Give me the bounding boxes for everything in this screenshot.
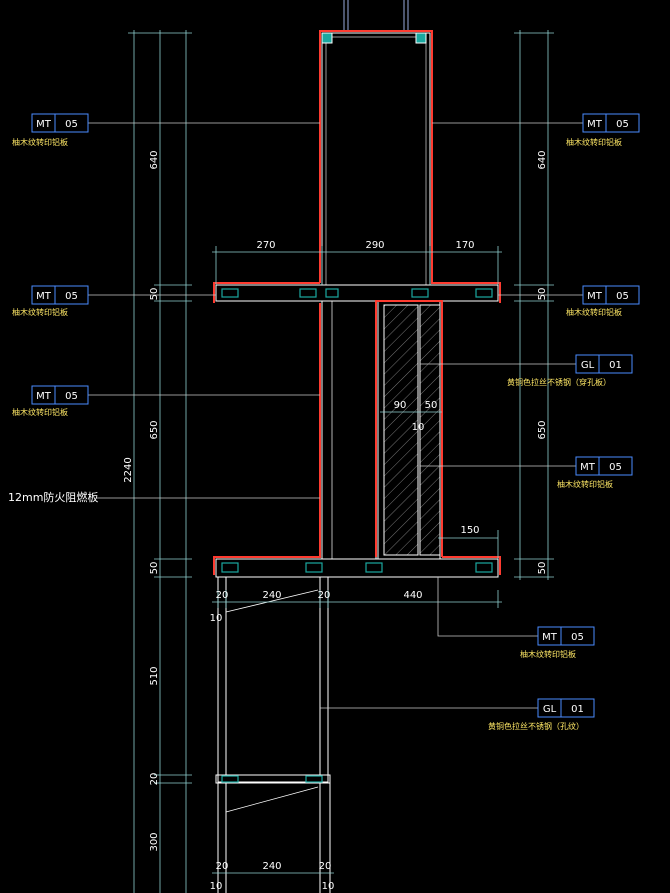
tag-number: 05 <box>609 462 622 473</box>
tag-mt-lower-left: MT 05 柚木纹转印铝板 <box>12 385 89 417</box>
tag-box <box>575 354 633 374</box>
tag-mt-right-lower: MT 05 柚木纹转印铝板 <box>557 456 633 489</box>
tag-material-note: 柚木纹转印铝板 <box>520 649 576 659</box>
tag-mt-bottom-center: MT 05 柚木纹转印铝板 <box>520 626 595 659</box>
tag-box <box>31 113 89 133</box>
dim-foot-10a: 10 <box>210 881 223 892</box>
dim-bot-20b: 20 <box>318 590 331 601</box>
dim-left-20: 20 <box>149 773 160 786</box>
tag-material-note: 柚木纹转印铝板 <box>12 137 68 147</box>
wall-structure <box>215 0 499 893</box>
dim-foot-20b: 20 <box>319 861 332 872</box>
tag-mt-mid-left: MT 05 柚木纹转印铝板 <box>12 285 89 317</box>
tag-box <box>31 285 89 305</box>
dim-foot-10b: 10 <box>322 881 335 892</box>
tag-material-note: 柚木纹转印铝板 <box>12 307 68 317</box>
dim-top-270: 270 <box>256 240 275 251</box>
dim-left-650: 650 <box>149 420 160 439</box>
tag-code: MT <box>587 119 603 130</box>
tag-code: MT <box>580 462 596 473</box>
dim-right-50b: 50 <box>537 562 548 575</box>
dim-top-170: 170 <box>455 240 474 251</box>
dim-right-650: 650 <box>537 420 548 439</box>
dim-bot-10: 10 <box>210 613 223 624</box>
tag-box <box>537 626 595 646</box>
dim-top-290: 290 <box>365 240 384 251</box>
tag-number: 05 <box>616 291 629 302</box>
tag-code: MT <box>542 632 558 643</box>
break-lines <box>225 589 319 813</box>
leader-lines <box>88 122 583 709</box>
tag-material-note: 柚木纹转印铝板 <box>557 479 613 489</box>
dim-foot-20a: 20 <box>216 861 229 872</box>
tag-number: 05 <box>571 632 584 643</box>
tag-code: GL <box>543 704 557 715</box>
tag-code: MT <box>36 119 52 130</box>
material-tags: MT 05 柚木纹转印铝板 MT 05 柚木纹转印铝板 MT 05 柚木纹转印铝板 MT 05 柚木纹… <box>12 113 640 731</box>
tag-box <box>575 456 633 476</box>
dim-bot-240: 240 <box>262 590 281 601</box>
dim-left-50a: 50 <box>149 288 160 301</box>
dim-left-640: 640 <box>149 150 160 169</box>
dim-inner-50: 50 <box>425 400 438 411</box>
tag-code: MT <box>587 291 603 302</box>
dim-inner-90: 90 <box>394 400 407 411</box>
fire-board-callout: 12mm防火阻燃板 <box>8 490 98 504</box>
tag-material-note: 黄铜色拉丝不锈钢（孔纹） <box>488 721 584 731</box>
dim-inner-10: 10 <box>412 422 425 433</box>
tag-code: MT <box>36 391 52 402</box>
tag-box <box>31 385 89 405</box>
tag-code: GL <box>581 360 595 371</box>
tag-box <box>537 698 595 718</box>
dim-total-2240: 2240 <box>123 457 134 482</box>
dim-right-50a: 50 <box>537 288 548 301</box>
dim-bot-20a: 20 <box>216 590 229 601</box>
tag-material-note: 柚木纹转印铝板 <box>566 137 622 147</box>
dim-right-640: 640 <box>537 150 548 169</box>
tag-number: 01 <box>571 704 584 715</box>
tag-material-note: 黄铜色拉丝不锈钢（穿孔板） <box>507 377 611 387</box>
tag-number: 05 <box>65 291 78 302</box>
dim-foot-240: 240 <box>262 861 281 872</box>
tag-box <box>582 285 640 305</box>
slab-panels <box>221 288 493 783</box>
dim-bot-440: 440 <box>403 590 422 601</box>
dim-inner-150: 150 <box>460 525 479 536</box>
dim-left-510: 510 <box>149 666 160 685</box>
finish-outline <box>213 30 501 575</box>
tag-mt-top-right: MT 05 柚木纹转印铝板 <box>566 113 640 147</box>
tag-mt-mid-right: MT 05 柚木纹转印铝板 <box>566 285 640 317</box>
tag-number: 05 <box>616 119 629 130</box>
dim-left-50b: 50 <box>149 562 160 575</box>
dimension-lines <box>128 30 554 893</box>
tag-code: MT <box>36 291 52 302</box>
tag-material-note: 柚木纹转印铝板 <box>566 307 622 317</box>
tag-number: 05 <box>65 391 78 402</box>
tag-gl-right-1: GL 01 黄铜色拉丝不锈钢（穿孔板） <box>507 354 633 387</box>
tag-box <box>582 113 640 133</box>
dim-left-300: 300 <box>149 832 160 851</box>
dimension-text: 640 50 650 50 510 20 300 2240 640 50 650… <box>123 150 548 892</box>
tag-number: 01 <box>609 360 622 371</box>
tag-number: 05 <box>65 119 78 130</box>
tag-material-note: 柚木纹转印铝板 <box>12 407 68 417</box>
tag-gl-bottom: GL 01 黄铜色拉丝不锈钢（孔纹） <box>488 698 595 731</box>
tag-mt-top-left: MT 05 柚木纹转印铝板 <box>12 113 89 147</box>
